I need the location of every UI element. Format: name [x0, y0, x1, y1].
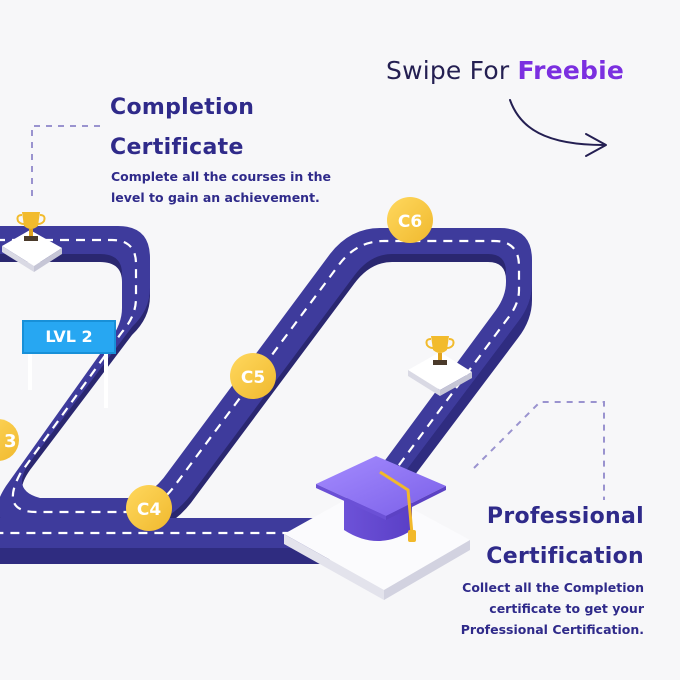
completion-title-line2: Certificate	[110, 135, 244, 160]
swipe-accent: Freebie	[517, 56, 625, 85]
coin-c5: C5	[230, 353, 276, 399]
coin-c4: C4	[126, 485, 172, 531]
trophy-icon-left	[16, 212, 46, 241]
coin-c3: 3	[0, 419, 19, 461]
svg-text:C4: C4	[137, 500, 161, 520]
professional-title-line2: Certification	[486, 544, 644, 569]
level-sign-posts	[28, 350, 108, 408]
completion-connector	[31, 125, 100, 196]
completion-title-line1: Completion	[110, 95, 255, 120]
trophy-icon-right	[425, 336, 455, 365]
svg-text:3: 3	[4, 431, 17, 452]
swipe-for-freebie[interactable]: Swipe For Freebie	[386, 56, 624, 85]
professional-desc-line2: certificate to get your	[489, 601, 644, 616]
professional-description: Collect all the Completion certificate t…	[414, 577, 644, 640]
swipe-arrow-icon	[509, 99, 607, 157]
trophy-platform-left	[2, 230, 62, 272]
graduation-cap-icon	[316, 456, 446, 542]
professional-desc-line3: Professional Certification.	[460, 622, 644, 637]
completion-description: Complete all the courses in the level to…	[111, 166, 341, 208]
professional-title-line1: Professional	[486, 504, 644, 529]
completion-desc-line2: level to gain an achievement.	[111, 190, 320, 205]
svg-text:C5: C5	[241, 368, 265, 388]
svg-text:C6: C6	[398, 212, 422, 232]
completion-title: Completion Certificate	[110, 88, 330, 168]
professional-title: Professional Certification	[414, 497, 644, 577]
trophy-platform-right	[408, 352, 472, 396]
professional-desc-line1: Collect all the Completion	[462, 580, 644, 595]
level-sign: LVL 2	[22, 320, 116, 354]
coin-c6: C6	[387, 197, 433, 243]
swipe-prefix: Swipe For	[386, 56, 510, 85]
completion-desc-line1: Complete all the courses in the	[111, 169, 332, 184]
professional-connector	[473, 401, 605, 500]
